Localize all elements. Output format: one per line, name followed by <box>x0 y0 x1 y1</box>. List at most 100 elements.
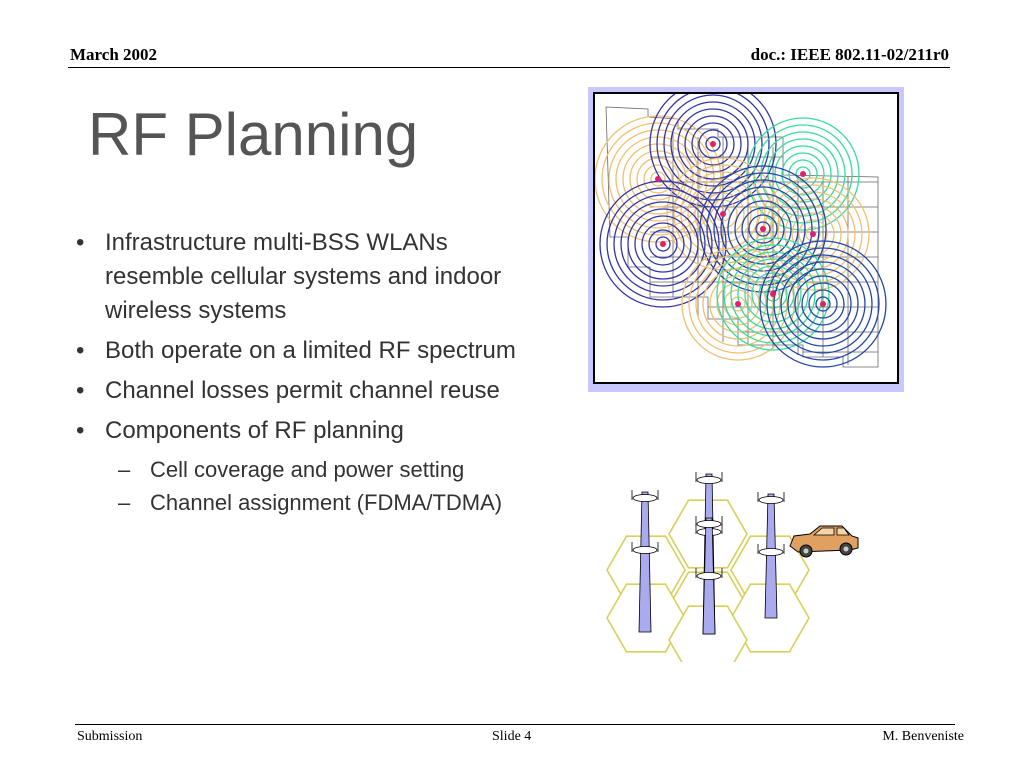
coverage-ring <box>716 237 830 351</box>
coverage-ring <box>622 143 694 215</box>
coverage-ring <box>788 159 818 189</box>
coverage-ring <box>765 286 781 302</box>
indoor-coverage-map-illustration <box>588 87 904 392</box>
coverage-ring <box>677 108 749 180</box>
coverage-ring <box>599 180 727 308</box>
coverage-ring <box>716 282 760 326</box>
access-point-dot <box>810 231 816 237</box>
access-point-dot <box>720 211 726 217</box>
coverage-ring <box>759 240 887 368</box>
coverage-rings <box>595 94 887 368</box>
coverage-ring <box>643 164 673 194</box>
access-point-dot <box>660 241 666 247</box>
tower-antenna <box>696 520 722 528</box>
header-doc-id: doc.: IEEE 802.11-02/211r0 <box>750 45 949 64</box>
coverage-ring <box>755 221 771 237</box>
coverage-ring <box>748 214 778 244</box>
cell-tower <box>757 492 785 619</box>
coverage-ring <box>815 296 831 312</box>
bullet-item: Components of RF planning <box>70 414 540 448</box>
bullet-item: Both operate on a limited RF spectrum <box>70 334 540 368</box>
coverage-ring <box>766 247 880 361</box>
coverage-ring <box>741 207 785 251</box>
coverage-ring <box>606 187 720 301</box>
bullet-item: Infrastructure multi-BSS WLANs resemble … <box>70 226 540 328</box>
coverage-ring <box>787 268 859 340</box>
coverage-ring <box>627 208 699 280</box>
coverage-ring <box>663 94 763 194</box>
coverage-ring <box>656 94 770 201</box>
map-background <box>593 92 899 384</box>
tower-mast <box>764 493 778 619</box>
access-point-dot <box>820 301 826 307</box>
bullet-item: Channel losses permit channel reuse <box>70 374 540 408</box>
bullet-list: Infrastructure multi-BSS WLANs resemble … <box>70 226 540 520</box>
slide-title: RF Planning <box>88 101 419 168</box>
coverage-ring <box>751 272 795 316</box>
header-divider <box>68 67 950 68</box>
access-point-dot <box>770 291 776 297</box>
hexagonal-cells-with-towers-and-car <box>606 472 859 662</box>
sub-bullet-item: Cell coverage and power setting <box>70 454 540 485</box>
access-point-dot <box>760 226 766 232</box>
coverage-ring <box>650 171 666 187</box>
access-point-dot <box>655 176 661 182</box>
coverage-ring <box>781 152 825 196</box>
coverage-ring <box>681 247 795 361</box>
coverage-ring <box>613 194 713 294</box>
coverage-ring <box>709 275 767 333</box>
coverage-ring <box>805 226 821 242</box>
footer-submission: Submission <box>77 729 143 744</box>
sub-bullet-item: Channel assignment (FDMA/TDMA) <box>70 487 540 518</box>
tower-antenna <box>632 494 658 502</box>
coverage-ring <box>746 117 860 231</box>
cell-towers <box>631 472 785 635</box>
coverage-ring <box>698 129 728 159</box>
coverage-ring <box>641 222 685 266</box>
footer-author: M. Benveniste <box>882 729 964 744</box>
coverage-ring <box>770 191 856 277</box>
coverage-ring <box>713 179 813 279</box>
coverage-ring <box>620 201 706 287</box>
coverage-ring <box>695 261 781 347</box>
coverage-ring <box>801 282 845 326</box>
coverage-ring <box>767 138 839 210</box>
coverage-ring <box>655 236 671 252</box>
coverage-ring <box>702 268 774 340</box>
access-point-dot <box>800 171 806 177</box>
coverage-ring <box>794 275 852 333</box>
coverage-ring <box>666 157 780 271</box>
coverage-ring <box>756 177 870 291</box>
access-point-dots <box>655 141 826 307</box>
coverage-ring <box>684 115 742 173</box>
car-icon <box>789 525 859 558</box>
coverage-ring <box>691 122 735 166</box>
coverage-ring <box>687 178 759 250</box>
coverage-ring <box>705 136 721 152</box>
coverage-ring <box>798 219 828 249</box>
tower-antenna <box>696 476 722 484</box>
coverage-ring <box>688 254 788 354</box>
cell-tower <box>695 516 723 635</box>
cell-tower <box>631 490 659 633</box>
coverage-ring <box>784 205 842 263</box>
coverage-ring <box>777 198 849 270</box>
coverage-ring <box>648 229 678 259</box>
coverage-ring <box>758 279 788 309</box>
coverage-ring <box>808 289 838 319</box>
coverage-ring <box>634 215 692 273</box>
coverage-ring <box>780 261 866 347</box>
tower-antenna <box>632 546 658 554</box>
tower-antenna <box>696 572 722 580</box>
coverage-ring <box>734 200 792 258</box>
header-date: March 2002 <box>70 45 158 64</box>
footer-divider <box>75 724 955 725</box>
tower-antenna <box>758 548 784 556</box>
coverage-ring <box>727 193 799 265</box>
footer-slide-number: Slide 4 <box>492 729 532 744</box>
coverage-ring <box>649 94 777 208</box>
access-point-dot <box>710 141 716 147</box>
coverage-ring <box>773 254 873 354</box>
tower-mast <box>638 491 652 633</box>
tower-antenna <box>758 496 784 504</box>
